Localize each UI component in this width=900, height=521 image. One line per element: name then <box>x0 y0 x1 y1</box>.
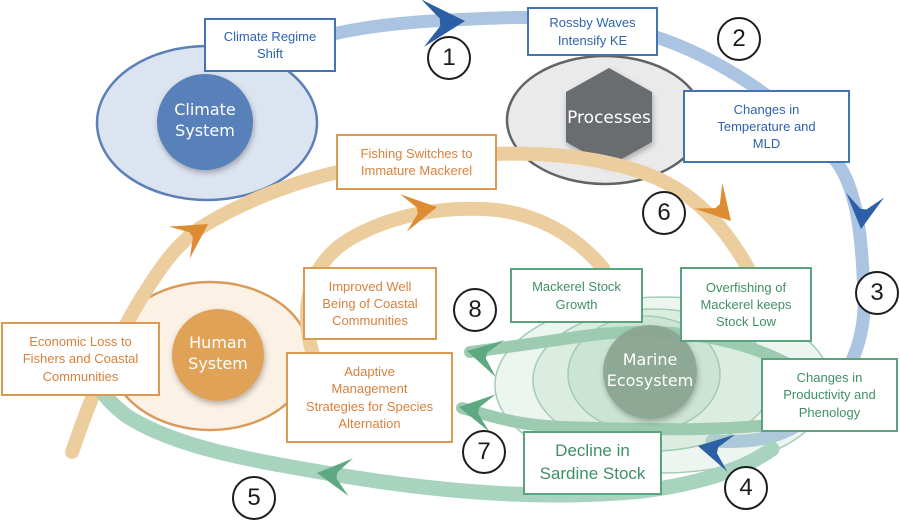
marine-ecosystem-circle <box>603 325 697 419</box>
step-circle-4: 4 <box>724 466 768 510</box>
orange-arrowhead-step6 <box>694 183 731 221</box>
green-arrowhead-step5 <box>317 458 354 497</box>
step-circle-7: 7 <box>462 430 506 474</box>
orange-arrowhead-inner <box>400 194 437 232</box>
green-band-5 <box>70 332 780 503</box>
step-circle-2: 2 <box>717 17 761 61</box>
blue-arrowhead-right <box>846 192 885 229</box>
box-adaptive-management: Adaptive Management Strategies for Speci… <box>286 352 453 443</box>
box-changes-temperature-mld: Changes in Temperature and MLD <box>683 90 850 163</box>
box-climate-regime-shift: Climate Regime Shift <box>204 18 336 72</box>
green-band-8 <box>464 325 798 372</box>
box-economic-loss: Economic Loss to Fishers and Coastal Com… <box>1 322 160 396</box>
box-decline-sardine: Decline in Sardine Stock <box>523 431 662 495</box>
step-circle-8: 8 <box>453 288 497 332</box>
box-rossby-waves: Rossby Waves Intensify KE <box>527 7 658 56</box>
box-improved-wellbeing: Improved Well Being of Coastal Communiti… <box>303 267 437 340</box>
processes-hexagon <box>566 68 652 166</box>
blue-arrowhead-top <box>421 0 465 47</box>
orange-arrowhead-outer-left <box>169 224 208 259</box>
step-circle-6: 6 <box>642 191 686 235</box>
box-overfishing-mackerel: Overfishing of Mackerel keeps Stock Low <box>680 267 812 342</box>
climate-system-circle <box>157 74 253 170</box>
box-changes-productivity: Changes in Productivity and Phenology <box>761 358 898 432</box>
box-mackerel-stock-growth: Mackerel Stock Growth <box>510 268 643 323</box>
step-circle-3: 3 <box>855 271 899 315</box>
box-fishing-switches: Fishing Switches to Immature Mackerel <box>336 134 497 190</box>
blue-arrowhead-step4 <box>698 434 736 472</box>
human-system-circle <box>172 309 264 401</box>
step-circle-1: 1 <box>427 36 471 80</box>
step-circle-5: 5 <box>232 476 276 520</box>
green-arrowhead-step8 <box>467 340 505 378</box>
green-band-7 <box>456 402 808 436</box>
green-arrowhead-step7 <box>459 394 496 432</box>
